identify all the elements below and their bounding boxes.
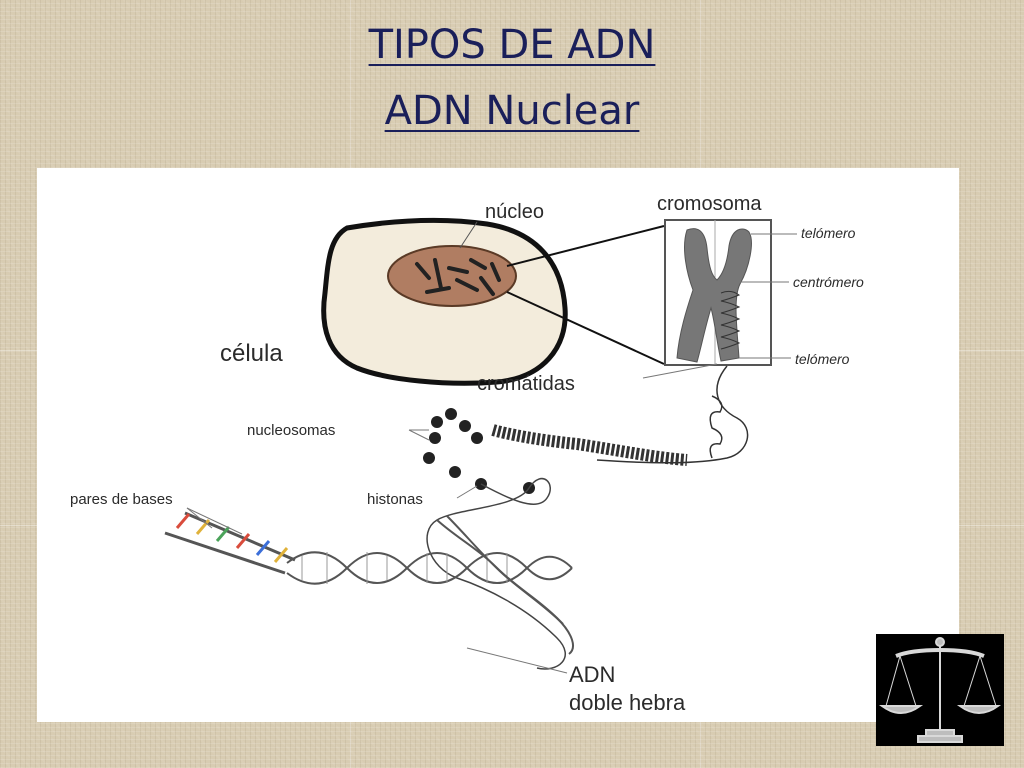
label-nucleosomas: nucleosomas [247, 422, 335, 439]
label-doble-hebra: doble hebra [569, 690, 686, 715]
solenoid-fiber [491, 424, 688, 466]
leader-line [186, 507, 213, 529]
leader-line [408, 429, 430, 441]
leader-line [642, 363, 718, 379]
label-telomero-top: telómero [801, 225, 856, 241]
dna-helix-lower [436, 515, 574, 655]
label-pares-de-bases: pares de bases [70, 491, 173, 508]
nucleus-chromosomes [415, 258, 501, 296]
label-histonas: histonas [367, 491, 423, 508]
label-cromosoma: cromosoma [657, 193, 762, 215]
label-celula: célula [220, 340, 283, 367]
slide-title: TIPOS DE ADN [368, 22, 656, 68]
dna-diagram: núcleo cromosoma telómero centrómero tel… [37, 168, 959, 722]
label-nucleo: núcleo [485, 201, 544, 223]
label-adn: ADN [569, 662, 615, 687]
nucleus-shape [387, 245, 517, 307]
dna-linker [426, 477, 566, 670]
zoom-line [506, 291, 665, 365]
zoom-line [506, 225, 665, 267]
nucleosome-beads [423, 408, 535, 494]
leader-line [466, 647, 568, 674]
dna-helix [286, 551, 573, 585]
chromatid-coil [720, 290, 741, 350]
dna-diagram-svg: núcleo cromosoma telómero centrómero tel… [70, 193, 864, 715]
leader-line [459, 221, 478, 249]
scales-of-justice-icon [878, 637, 1002, 743]
leader-line [456, 485, 478, 499]
leader-line [186, 507, 243, 535]
label-telomero-bottom: telómero [795, 351, 850, 367]
dna-helix-rungs [301, 552, 508, 584]
label-centromero: centrómero [793, 274, 864, 290]
base-pair-ladder [164, 511, 296, 575]
slide-subtitle: ADN Nuclear [384, 88, 640, 134]
scales-of-justice-logo [876, 634, 1004, 746]
label-cromatidas: cromátidas [477, 373, 575, 395]
